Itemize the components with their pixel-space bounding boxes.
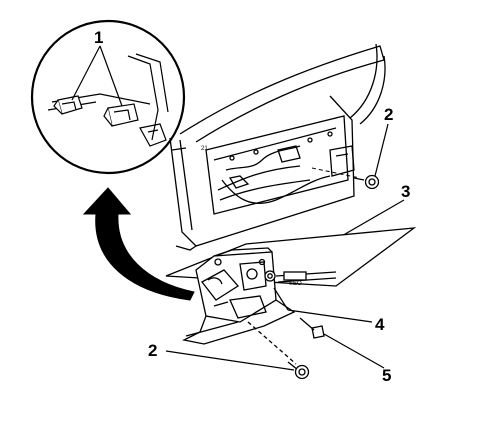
callout-3: 3 — [401, 182, 410, 201]
callout-5: 5 — [382, 366, 391, 385]
detail-inset: 1 — [30, 19, 186, 175]
curved-arrow-icon — [82, 187, 195, 301]
bolt-icon — [353, 174, 380, 190]
detail-clip-left — [53, 95, 83, 115]
callout-2-bottom: 2 — [148, 341, 157, 360]
module-tag-label: SEO — [289, 281, 302, 287]
lock-module-assembly — [165, 227, 417, 365]
bolt-icon — [287, 361, 310, 380]
magnifier-circle-icon — [30, 19, 186, 175]
callout-2-top: 2 — [384, 105, 393, 124]
door-stamp-label: 21 — [201, 146, 208, 152]
callout-1: 1 — [94, 28, 103, 47]
callout-4: 4 — [375, 315, 385, 334]
door-assembly — [169, 43, 386, 251]
detail-clip-right — [103, 103, 139, 127]
